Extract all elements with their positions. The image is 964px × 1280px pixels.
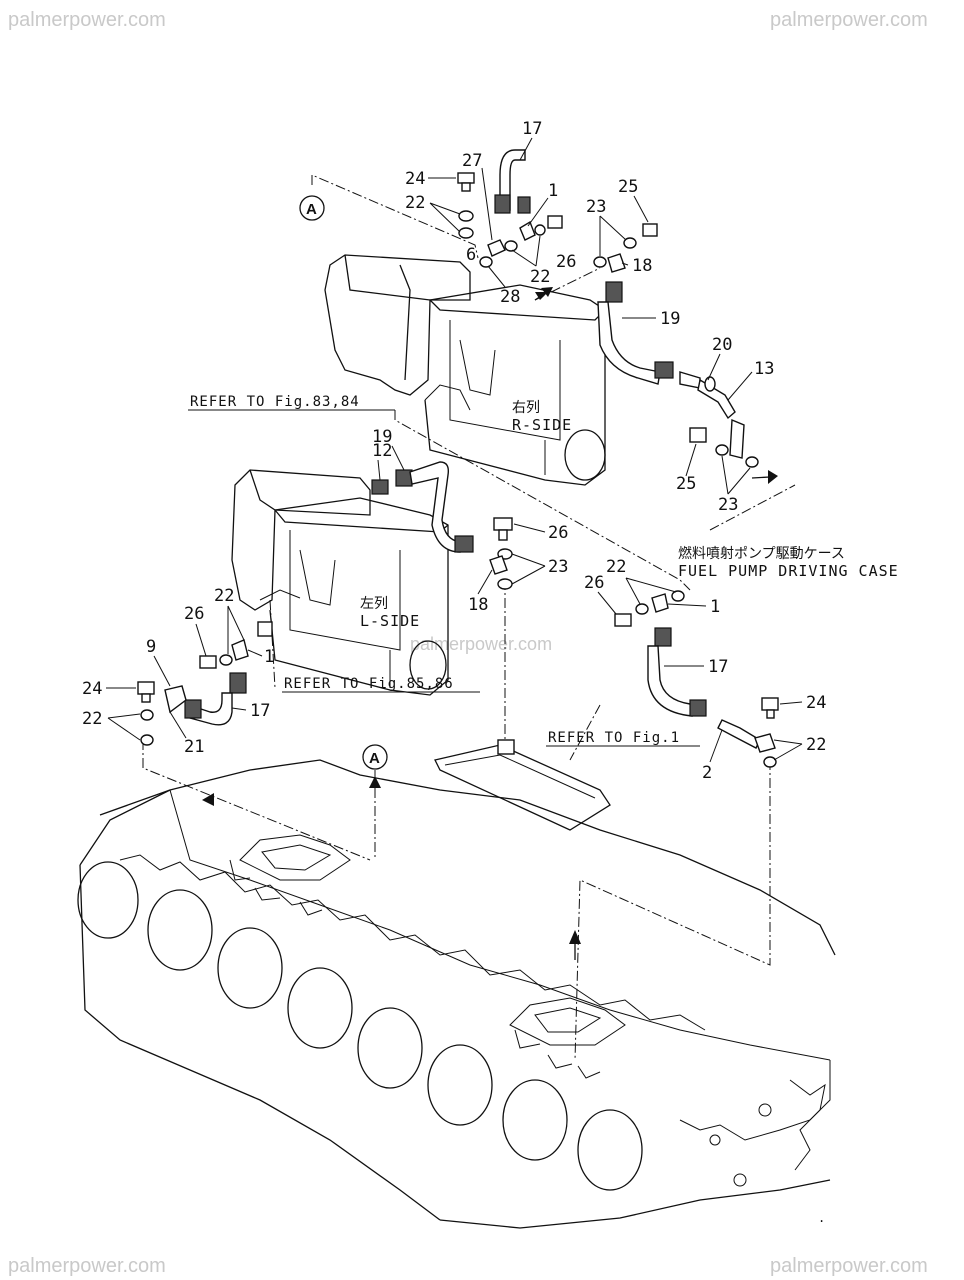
callout-27: 27 — [462, 151, 482, 171]
oil-pan-plate — [434, 739, 611, 831]
callout-12: 12 — [372, 441, 392, 461]
callout-23-top: 23 — [586, 197, 606, 217]
callout-22-mid: 22 — [530, 267, 550, 287]
callout-18-mid: 18 — [468, 595, 488, 615]
callout-1-top: 1 — [548, 181, 558, 201]
callout-22-left-top: 22 — [214, 586, 234, 606]
arrow-fuel-pump — [768, 470, 778, 484]
watermark-center: palmerpower.com — [410, 634, 552, 654]
watermark-top-left: palmerpower.com — [8, 9, 166, 31]
callout-24-top: 24 — [405, 169, 425, 189]
l-side-upper-pipe — [371, 461, 513, 590]
callout-25-top: 25 — [618, 177, 638, 197]
callout-23-mid: 23 — [718, 495, 738, 515]
view-marker-a-lower-label: A — [369, 750, 380, 767]
reference-labels: REFER TO Fig.83,84 REFER TO Fig.85,86 RE… — [188, 394, 700, 747]
callout-22-top: 22 — [405, 193, 425, 213]
watermark-top-right: palmerpower.com — [770, 9, 928, 31]
callout-18-top: 18 — [632, 256, 652, 276]
callout-17-right: 17 — [708, 657, 728, 677]
callout-24-right: 24 — [806, 693, 826, 713]
bank-label-left-en: L-SIDE — [360, 612, 420, 630]
callout-2: 2 — [702, 763, 712, 783]
callout-19-mid: 19 — [372, 427, 392, 447]
callout-1-right: 1 — [710, 597, 720, 617]
callout-26-left: 26 — [184, 604, 204, 624]
right-lower-pipe — [614, 590, 779, 768]
l-side-cylinder-head — [231, 469, 449, 696]
callout-1-left: 1 — [264, 647, 274, 667]
callout-21: 21 — [184, 737, 204, 757]
callout-24-left: 24 — [82, 679, 102, 699]
view-marker-a-upper-label: A — [306, 201, 317, 218]
watermark-bottom-left: palmerpower.com — [8, 1255, 166, 1277]
fuel-pump-label-jp: 燃料噴射ポンプ駆動ケース — [678, 545, 845, 562]
watermark-bottom-right: palmerpower.com — [770, 1255, 928, 1277]
callout-13: 13 — [754, 359, 774, 379]
callout-17-left: 17 — [250, 701, 270, 721]
cylinder-block — [77, 759, 836, 1229]
callout-22-right: 22 — [606, 557, 626, 577]
callout-23-lower: 23 — [548, 557, 568, 577]
callout-26-mid: 26 — [548, 523, 568, 543]
r-side-oil-pipe-assembly — [457, 149, 759, 468]
callouts: 17 27 24 22 1 25 23 6 22 26 18 28 19 20 … — [82, 119, 826, 783]
callout-9: 9 — [146, 637, 156, 657]
callout-22-right-bot: 22 — [806, 735, 826, 755]
leader-lines — [142, 174, 796, 1061]
arrow-block-left — [202, 793, 214, 806]
callout-17-top: 17 — [522, 119, 542, 139]
fuel-pump-label-en: FUEL PUMP DRIVING CASE — [678, 562, 899, 580]
bank-label-left-jp: 左列 — [360, 596, 388, 612]
r-side-cylinder-head — [324, 254, 606, 486]
callout-22-left-bot: 22 — [82, 709, 102, 729]
callout-19-top: 19 — [660, 309, 680, 329]
callout-26-top: 26 — [556, 252, 576, 272]
callout-25-mid: 25 — [676, 474, 696, 494]
callout-26-right: 26 — [584, 573, 604, 593]
bank-label-right-jp: 右列 — [512, 400, 540, 416]
ref-l-side: REFER TO Fig.85,86 — [284, 676, 454, 692]
view-marker-a-upper: A — [299, 195, 325, 221]
view-marker-a-lower: A — [362, 744, 388, 770]
arrow-upper-right — [541, 287, 553, 297]
callout-28: 28 — [500, 287, 520, 307]
page-mark: . — [818, 1211, 825, 1225]
arrow-block-a — [369, 776, 381, 788]
callout-20: 20 — [712, 335, 732, 355]
callout-6: 6 — [466, 245, 476, 265]
ref-r-side: REFER TO Fig.83,84 — [190, 394, 360, 410]
ref-fig1: REFER TO Fig.1 — [548, 730, 680, 746]
bank-label-right-en: R-SIDE — [512, 416, 572, 434]
arrow-block-right — [569, 930, 581, 944]
left-lower-pipe — [137, 621, 273, 746]
flow-arrows — [202, 287, 778, 960]
